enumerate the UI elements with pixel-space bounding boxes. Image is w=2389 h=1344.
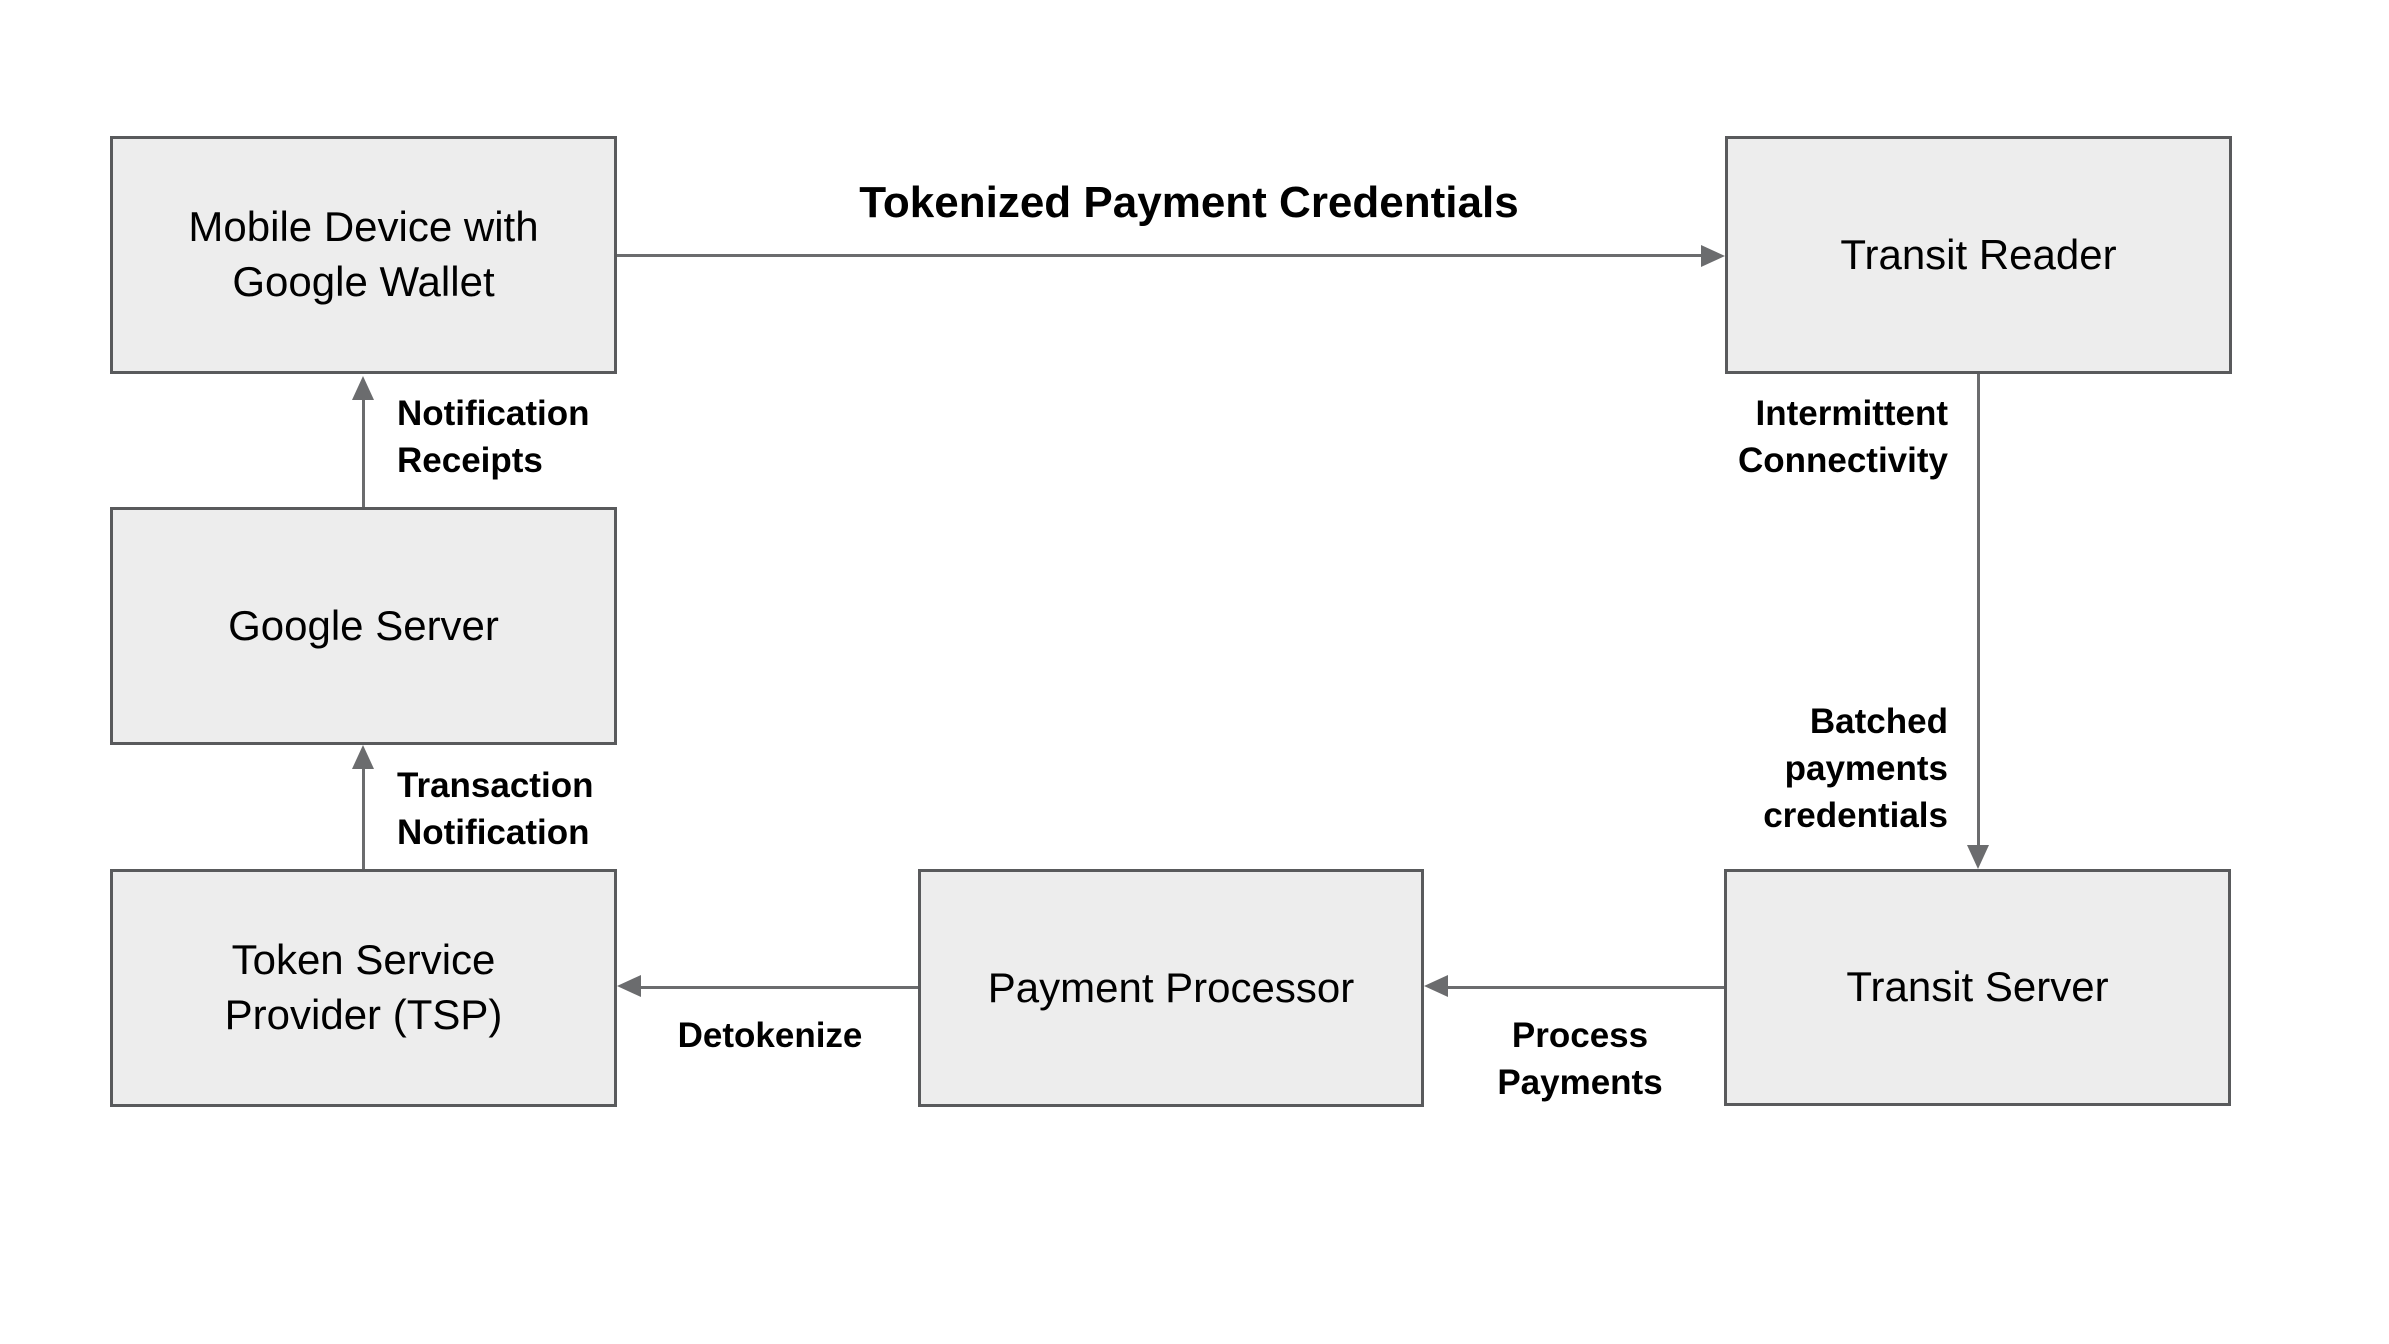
edge-line-transaction-notification — [362, 769, 365, 869]
edge-label-process-payments: Process Payments — [1497, 1016, 1663, 1102]
node-label-google-server: Google Server — [228, 601, 499, 649]
edge-line-detokenize — [641, 986, 918, 989]
edge-label-tokenized-payment-credentials: Tokenized Payment Credentials — [859, 178, 1519, 227]
edge-line-tokenized-payment-credentials — [617, 254, 1701, 257]
edge-line-process-payments — [1448, 986, 1724, 989]
arrowhead-left-icon — [1424, 975, 1448, 997]
node-mobile-device-google-wallet: Mobile Device with Google Wallet — [110, 136, 617, 374]
node-label-token-service-provider: Token Service Provider (TSP) — [224, 936, 503, 1038]
node-label-payment-processor: Payment Processor — [987, 963, 1355, 1011]
edge-line-notification-receipts — [362, 400, 365, 507]
node-transit-reader: Transit Reader — [1725, 136, 2232, 374]
arrowhead-right-icon — [1701, 245, 1725, 267]
node-transit-server: Transit Server — [1724, 869, 2231, 1106]
node-label-transit-server: Transit Server — [1846, 963, 2109, 1011]
arrowhead-left-icon — [617, 975, 641, 997]
edge-label-intermittent-connectivity: Intermittent Connectivity — [1737, 394, 1948, 480]
node-label-transit-reader: Transit Reader — [1840, 230, 2117, 278]
node-google-server: Google Server — [110, 507, 617, 745]
edge-label-transaction-notification: Transaction Notification — [397, 766, 594, 852]
node-payment-processor: Payment Processor — [918, 869, 1424, 1107]
node-token-service-provider: Token Service Provider (TSP) — [110, 869, 617, 1107]
arrowhead-up-icon — [352, 376, 374, 400]
edge-label-detokenize: Detokenize — [677, 1016, 863, 1055]
edge-line-reader-to-transit-server — [1977, 374, 1980, 845]
edge-label-notification-receipts: Notification Receipts — [397, 394, 590, 480]
arrowhead-up-icon — [352, 745, 374, 769]
edge-label-batched-payments-credentials: Batched payments credentials — [1763, 702, 1948, 835]
node-label-mobile-device-google-wallet: Mobile Device with Google Wallet — [188, 203, 539, 305]
arrowhead-down-icon — [1967, 845, 1989, 869]
